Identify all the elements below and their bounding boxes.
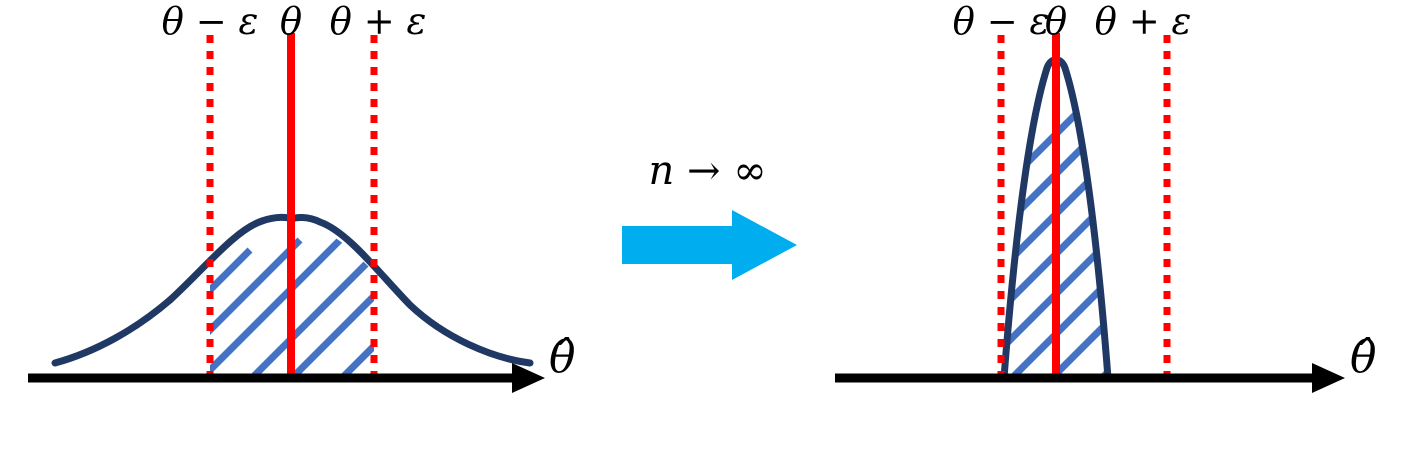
left-tick-center: θ (279, 0, 303, 43)
left-axis-arrowhead (512, 363, 545, 393)
right-axis-arrowhead (1312, 363, 1345, 393)
left-tick-lower-bound: θ − ε (161, 0, 259, 43)
right-tick-lower-bound: θ − ε (952, 0, 1050, 43)
panel-right-large-n: θ − ε θ θ + ε θ̂ (810, 0, 1411, 473)
right-distribution-graphic (835, 33, 1345, 393)
limit-annotation: n → ∞ (648, 148, 767, 194)
left-hatched-region (210, 227, 374, 378)
rightwards-block-arrow-icon (622, 210, 797, 280)
left-tick-upper-bound: θ + ε (329, 0, 427, 43)
left-axis-label: θ̂ (549, 332, 576, 383)
right-tick-upper-bound: θ + ε (1094, 0, 1192, 43)
right-tick-center: θ (1044, 0, 1068, 43)
transition-block: n → ∞ (600, 0, 815, 473)
left-distribution-graphic (28, 33, 545, 393)
right-hatched-region (1004, 62, 1108, 378)
panel-left-finite-n: θ − ε θ θ + ε θ̂ (0, 0, 600, 473)
right-axis-label: θ̂ (1350, 332, 1377, 383)
